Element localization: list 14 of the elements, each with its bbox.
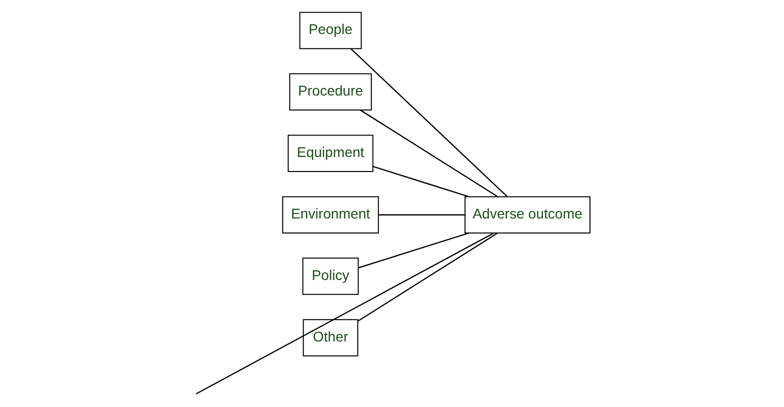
node-box: Procedure bbox=[288, 73, 372, 111]
node-box: Equipment bbox=[287, 134, 373, 172]
connector bbox=[357, 232, 498, 322]
node-box: People bbox=[298, 12, 362, 50]
connector bbox=[372, 166, 469, 198]
connector bbox=[358, 232, 468, 268]
node-box: Policy bbox=[302, 258, 358, 295]
node-box: Other bbox=[302, 319, 358, 356]
connector bbox=[359, 110, 498, 198]
node-box: Adverse outcome bbox=[464, 196, 590, 234]
node-box: Environment bbox=[282, 196, 378, 234]
connector bbox=[350, 48, 508, 197]
connector bbox=[195, 232, 494, 394]
connector bbox=[378, 214, 464, 216]
